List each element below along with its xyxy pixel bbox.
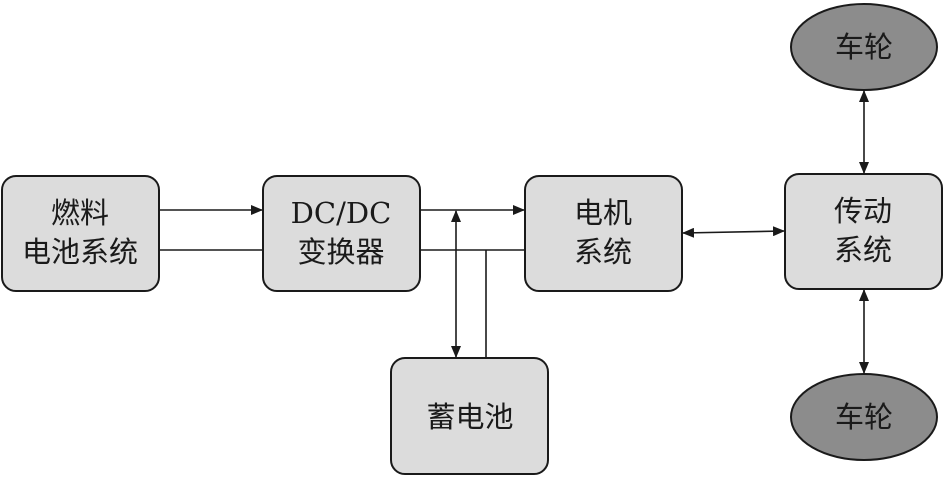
fuel-cell-label-line1: 燃料 bbox=[51, 196, 109, 230]
transmission-label-line1: 传动 bbox=[834, 194, 892, 228]
motor-label-line1: 电机 bbox=[574, 196, 632, 230]
motor-node: 电机 系统 bbox=[524, 175, 683, 292]
motor-box bbox=[524, 175, 683, 292]
wheel-bottom-node: 车轮 bbox=[790, 373, 938, 461]
wheel-bottom-label: 车轮 bbox=[835, 400, 893, 434]
battery-node: 蓄电池 bbox=[390, 357, 549, 475]
fuel-cell-label-line2: 电池系统 bbox=[22, 235, 138, 269]
motor-transmission-bidirectional-arrow bbox=[682, 226, 785, 238]
transmission-node: 传动 系统 bbox=[784, 173, 943, 290]
transmission-label-line2: 系统 bbox=[834, 233, 892, 267]
motor-label-line2: 系统 bbox=[574, 235, 632, 269]
wheel-top-node: 车轮 bbox=[790, 3, 938, 91]
fuel-cell-box bbox=[1, 175, 160, 292]
fuel-cell-node: 燃料 电池系统 bbox=[1, 175, 160, 292]
dcdc-label-line1: DC/DC bbox=[291, 196, 392, 230]
wheel-top-label: 车轮 bbox=[835, 30, 893, 64]
dcdc-node: DC/DC 变换器 bbox=[262, 175, 421, 292]
battery-label: 蓄电池 bbox=[426, 400, 513, 434]
wheel-bottom-ellipse bbox=[790, 373, 938, 461]
transmission-box bbox=[784, 173, 943, 290]
dcdc-label-line2: 变换器 bbox=[297, 235, 384, 269]
battery-box bbox=[390, 357, 549, 475]
dcdc-box bbox=[262, 175, 421, 292]
